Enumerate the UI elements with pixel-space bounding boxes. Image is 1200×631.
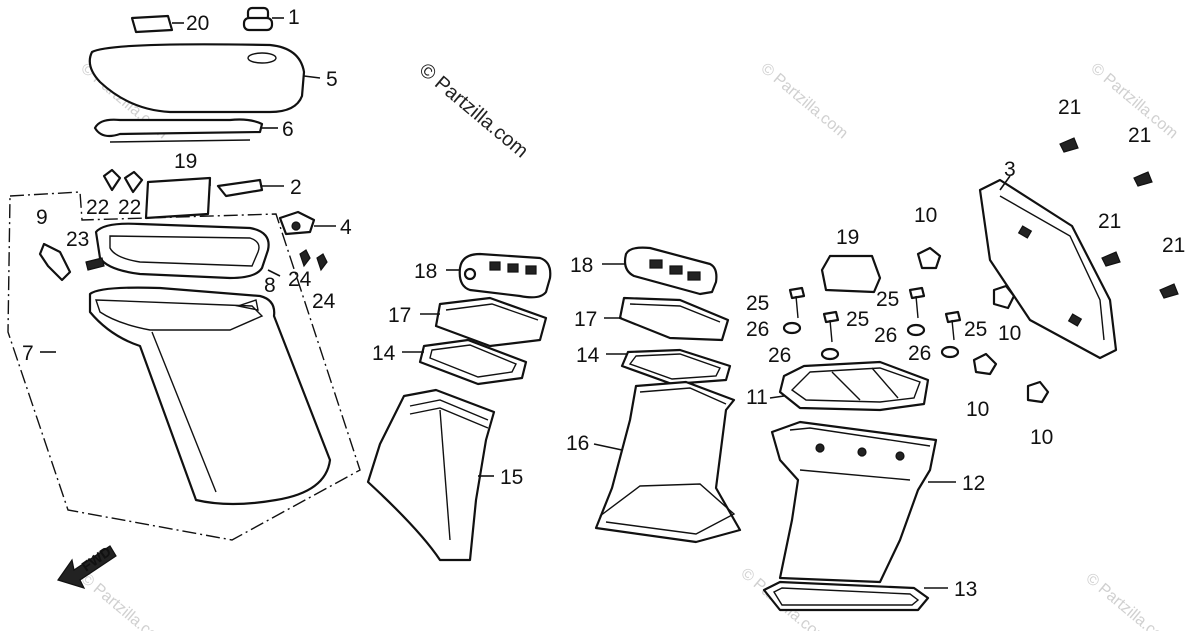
part-4-hinge [278,210,316,236]
label-part-7: 7 [22,342,34,365]
part-17-mid [618,296,730,342]
part-3-panel [978,178,1118,360]
part-11-cover [778,360,930,412]
label-part-4: 4 [340,216,352,239]
label-part-21d: 21 [1162,234,1185,257]
watermark-faint: © Partzilla.com [1082,570,1176,631]
label-part-5: 5 [326,68,338,91]
part-19-plate-right [820,254,882,294]
part-14-left [418,338,528,386]
part-5-lid [88,43,306,114]
part-2-latch [216,178,264,198]
part-26-washers [782,321,960,361]
label-part-22b: 22 [118,196,141,219]
part-21-bolts [1059,137,1179,299]
label-part-19-right: 19 [836,226,859,249]
label-part-11: 11 [746,386,768,409]
label-part-10c: 10 [966,398,989,421]
label-part-25b: 25 [846,308,869,331]
part-13-gasket [762,580,930,612]
label-part-21b: 21 [1128,124,1151,147]
label-part-19-left: 19 [174,150,197,173]
label-part-6: 6 [282,118,294,141]
part-17-left [434,296,548,348]
label-part-26c: 26 [874,324,897,347]
part-7-box [88,286,332,506]
part-1-cap [242,6,274,32]
part-12-duct [770,420,938,584]
label-part-21c: 21 [1098,210,1121,233]
label-part-3: 3 [1004,158,1016,181]
label-part-22a: 22 [86,196,109,219]
part-15-duct [366,388,496,562]
label-part-25a: 25 [746,292,769,315]
part-6-wire [93,118,264,143]
label-part-10d: 10 [1030,426,1053,449]
label-part-18-mid: 18 [570,254,593,277]
label-part-17-mid: 17 [574,308,597,331]
part-18-mid [623,246,718,296]
label-part-9: 9 [36,206,48,229]
label-part-23: 23 [66,228,89,251]
part-16-duct [594,380,742,544]
label-part-10a: 10 [914,204,937,227]
label-part-26a: 26 [746,318,769,341]
part-14-mid [620,348,732,386]
label-part-26b: 26 [768,344,791,367]
label-part-17-left: 17 [388,304,411,327]
label-part-1: 1 [288,6,300,29]
label-part-21a: 21 [1058,96,1081,119]
watermark-main: © Partzilla.com [415,59,532,162]
part-20-plate [130,14,174,34]
part-19-plate-left [144,176,212,220]
part-7-panel-outline [7,191,361,541]
label-part-14-mid: 14 [576,344,600,367]
label-part-10b: 10 [998,322,1021,345]
label-part-18-left: 18 [414,260,437,283]
part-8-gasket [94,222,270,280]
label-part-14-left: 14 [372,342,396,365]
leader-lines [40,17,1011,589]
label-part-16: 16 [566,432,589,455]
part-9-bracket [38,242,72,282]
watermark-faint: © Partzilla.com [77,570,171,631]
label-part-24b: 24 [312,290,336,313]
label-part-8: 8 [264,274,276,297]
watermark-faint: © Partzilla.com [757,60,851,142]
label-part-20: 20 [186,12,209,35]
part-25-screws [788,286,962,343]
label-part-15: 15 [500,466,523,489]
part-10-nuts [916,246,1050,404]
label-part-26d: 26 [908,342,931,365]
part-labels: 20 1 5 6 19 2 22 22 9 4 23 24 24 8 7 18 … [22,6,1185,601]
part-23-bolt [85,257,105,271]
part-18-left [458,252,552,299]
label-part-25c: 25 [876,288,899,311]
label-part-12: 12 [962,472,985,495]
part-24-screws [299,249,328,272]
label-part-2: 2 [290,176,302,199]
label-part-13: 13 [954,578,977,601]
label-part-25d: 25 [964,318,987,341]
part-22-clips [102,168,144,194]
label-part-24a: 24 [288,268,312,291]
